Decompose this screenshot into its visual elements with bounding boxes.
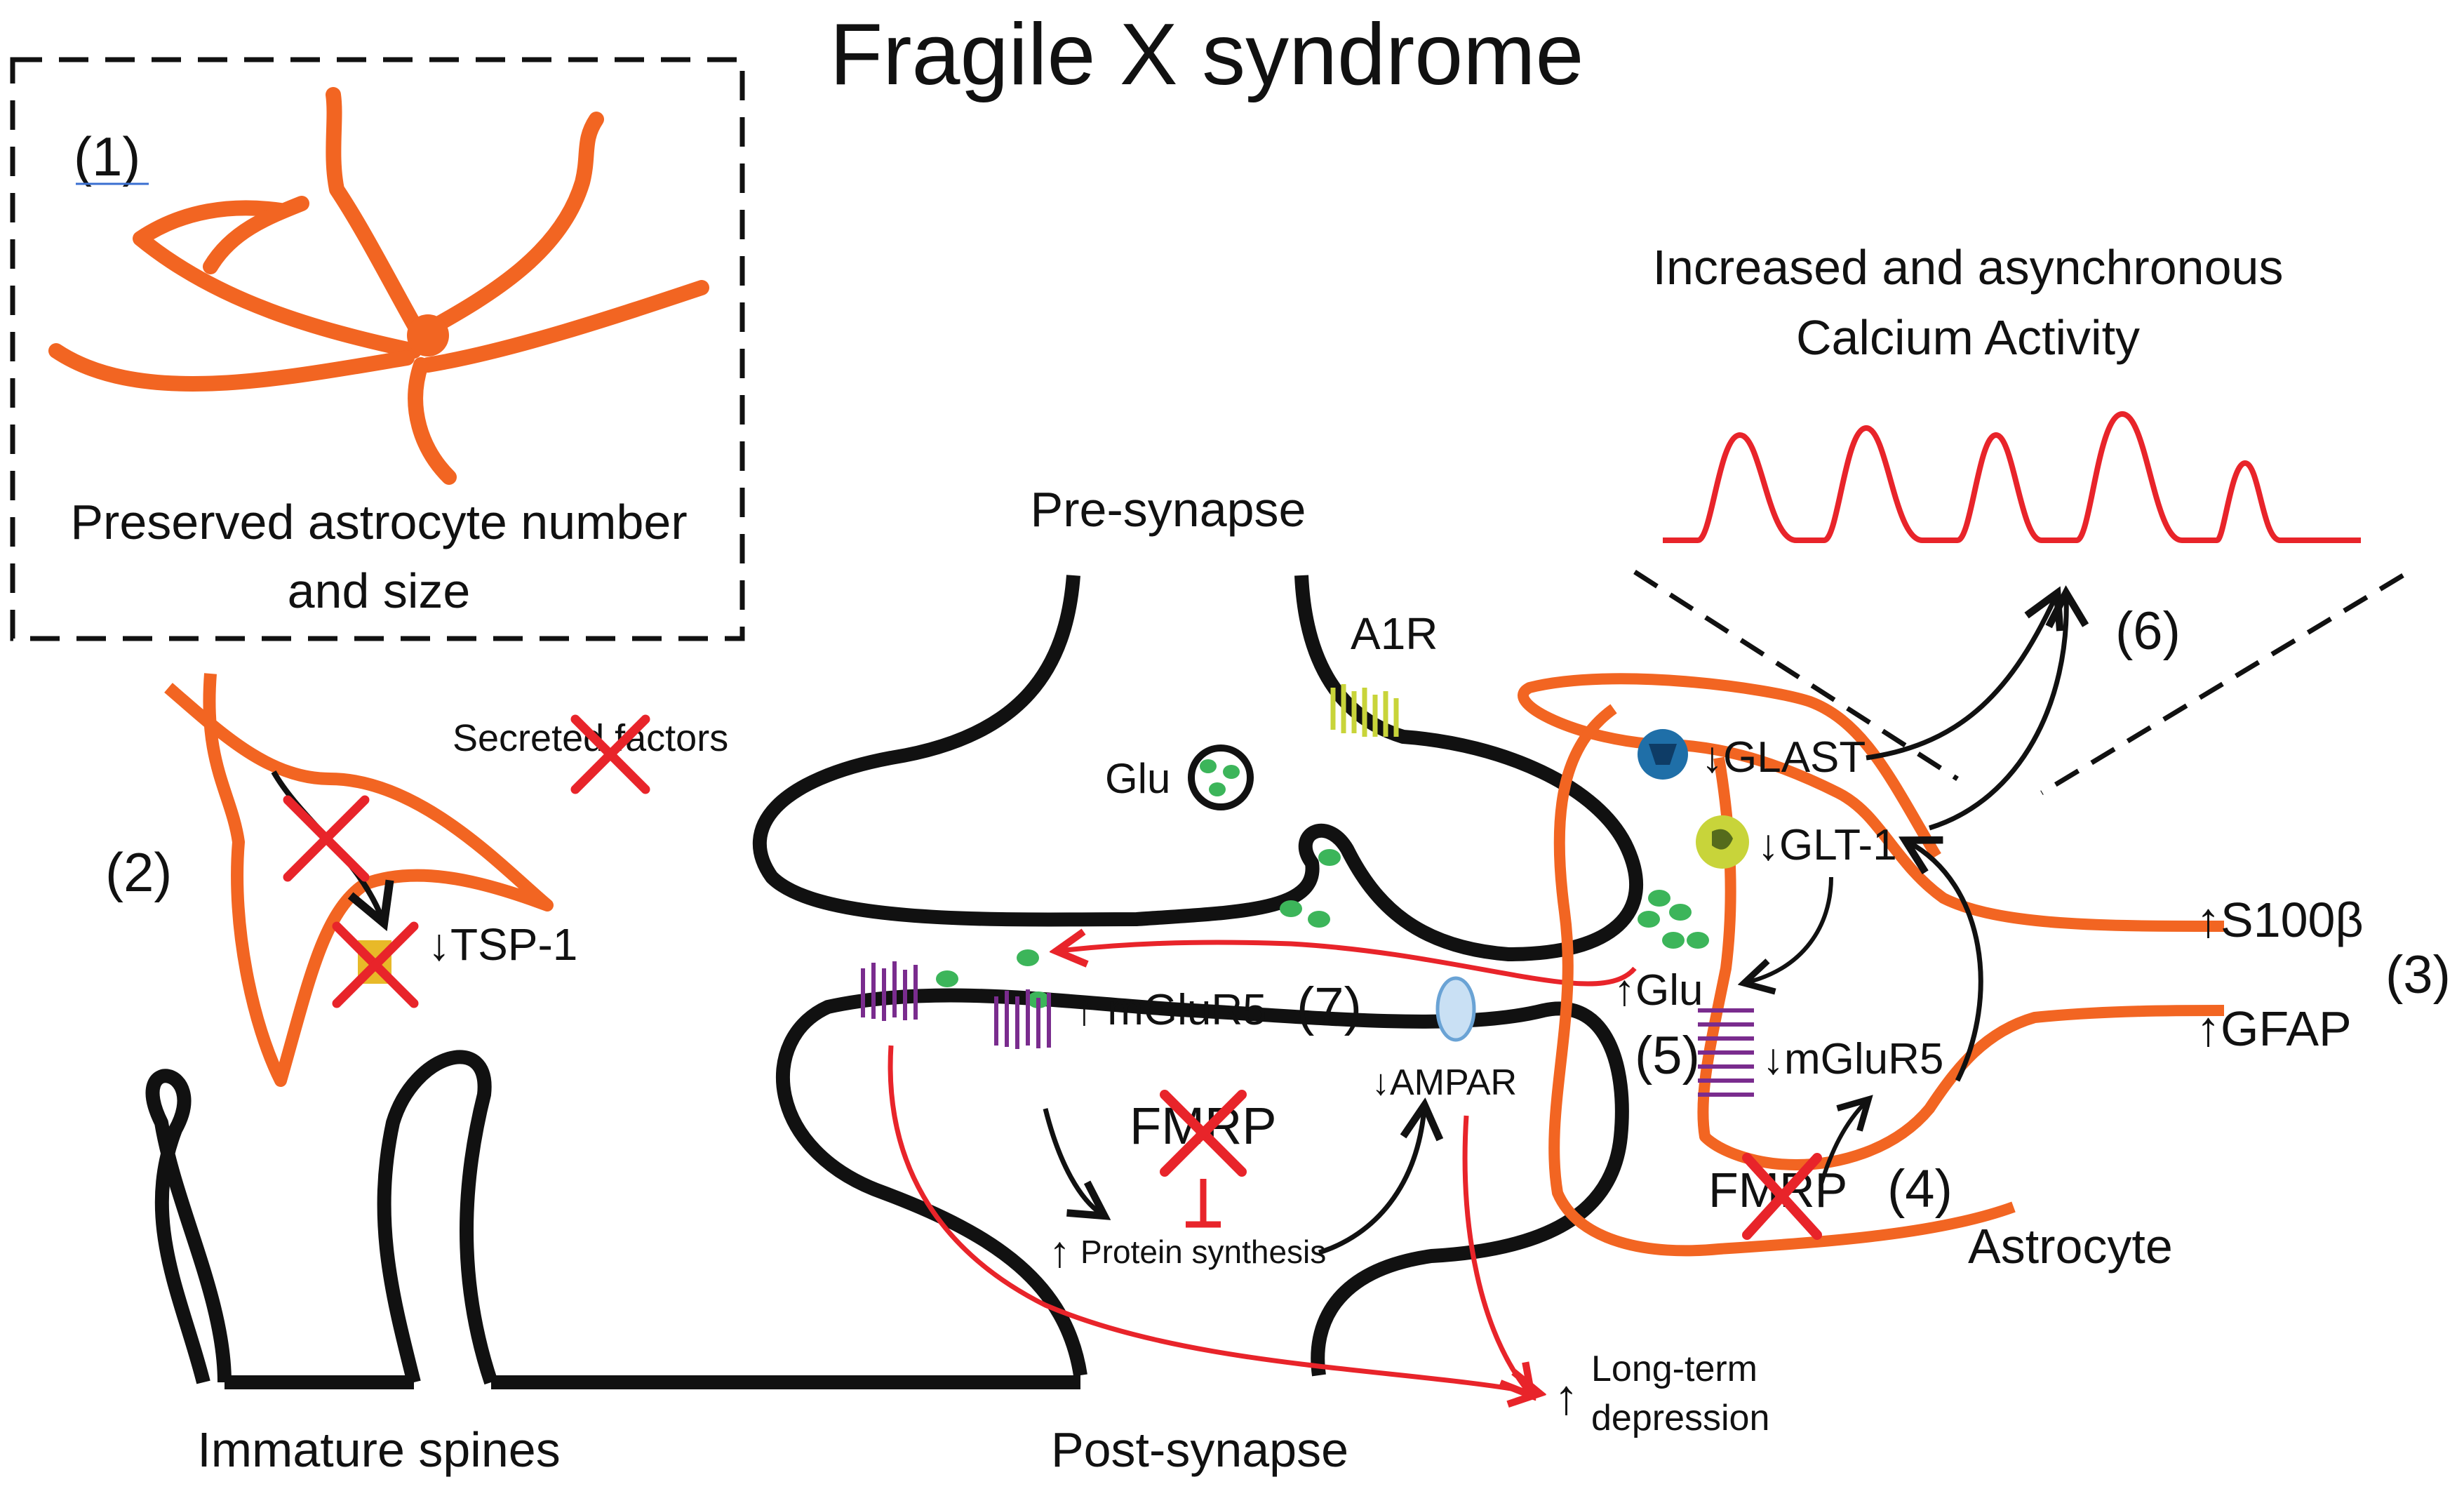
panel1-number: (1)	[74, 126, 140, 187]
zoom-line-left	[1633, 570, 1959, 781]
ampar-receptor-icon	[1435, 976, 1476, 1042]
fmrp-post-label: FMRP	[1130, 1097, 1277, 1155]
mglur5-to-ltd-red-arrow	[888, 1045, 1536, 1393]
perisynaptic-astrocyte	[1518, 673, 2225, 932]
calcium-trace-icon	[1663, 411, 2361, 543]
protein-to-ampar-arrow	[1318, 1109, 1424, 1255]
a1r-label: A1R	[1351, 608, 1438, 659]
number4-label: (4)	[1887, 1159, 1953, 1219]
calcium-label-line1: Increased and asynchronous	[1653, 240, 2284, 295]
panel1-caption-line2: and size	[288, 563, 471, 618]
diagram-title: Fragile X syndrome	[829, 6, 1583, 103]
mglur5-receptor-icon	[861, 961, 1051, 1049]
glt1-transporter-icon	[1696, 815, 1749, 869]
fmrp-inhibition-bar	[1186, 1179, 1221, 1228]
x-mark-icon	[1160, 1090, 1247, 1177]
glast-to-calcium-arrow	[1866, 596, 2056, 761]
glu-vesicle-label: Glu	[1105, 755, 1170, 802]
ltd-label-line2: depression	[1591, 1398, 1769, 1438]
protein-synthesis-label: Protein synthesis	[1080, 1234, 1326, 1270]
protein-synthesis-arrow: ↑	[1049, 1228, 1071, 1276]
glt1-to-mglur5-arrow	[1747, 876, 1833, 982]
immature-spines-label: Immature spines	[197, 1422, 560, 1477]
pre-synapse-label: Pre-synapse	[1031, 482, 1306, 537]
number5-label: (5)	[1635, 1026, 1700, 1086]
a1r-receptor-icon	[1330, 684, 1399, 737]
panel2-number: (2)	[105, 841, 172, 903]
panel1-box	[10, 57, 745, 641]
zoom-line-right	[2040, 573, 2404, 795]
astrocyte-cell-icon	[48, 87, 709, 485]
fmrp-to-mglur5-arrow	[1819, 1102, 1866, 1187]
astrocyte-nucleus	[407, 314, 449, 356]
astrocyte-inner-edge	[1697, 756, 2225, 1170]
tsp1-label: ↓TSP-1	[428, 919, 577, 970]
number3-label: (3)	[2385, 945, 2451, 1005]
gfap-label: ↑GFAP	[2196, 1001, 2352, 1056]
number6-label: (6)	[2115, 601, 2181, 661]
glu-to-mglur5-red-arrow	[1059, 942, 1637, 987]
mglur5-to-protein-arrow	[1043, 1108, 1102, 1214]
postsynaptic-spine	[775, 988, 1629, 1377]
astro-mglur5-receptor-icon	[1698, 1008, 1754, 1097]
astrocyte-glutamate	[1638, 890, 1709, 949]
number7-label: (7)	[1297, 977, 1362, 1036]
mglur5-to-glt1-arrow	[1908, 842, 1983, 1082]
mglur5-post-label: ↑ mGluR5	[1073, 986, 1267, 1034]
x-mark-icon	[570, 714, 650, 794]
x-mark-icon	[332, 921, 419, 1008]
glt1-label: ↓GLT-1	[1757, 821, 1897, 869]
x-mark-icon	[1742, 1153, 1822, 1240]
astro-mglur5-label: ↓mGluR5	[1762, 1035, 1943, 1083]
glast-transporter-icon	[1638, 729, 1688, 780]
x-mark-icon	[283, 795, 370, 882]
presynaptic-terminal	[752, 575, 1644, 961]
glast-label: ↓GLAST	[1701, 733, 1866, 782]
astrocyte-glu-label: ↑Glu	[1614, 966, 1703, 1015]
glt1-to-calcium-arrow	[1928, 596, 2066, 831]
post-synapse-label: Post-synapse	[1051, 1422, 1348, 1477]
immature-spine-2	[377, 1050, 498, 1385]
immature-spine-1	[145, 1069, 232, 1384]
released-glutamate	[936, 849, 1341, 1008]
ampar-label: ↓AMPAR	[1372, 1062, 1517, 1103]
astrocyte-label: Astrocyte	[1968, 1219, 2173, 1274]
panel1-caption-line1: Preserved astrocyte number	[70, 495, 687, 549]
calcium-label-line2: Calcium Activity	[1796, 310, 2140, 365]
ltd-arrow: ↑	[1554, 1370, 1579, 1424]
s100b-label: ↑S100β	[2196, 893, 2364, 947]
ltd-label-line1: Long-term	[1591, 1349, 1757, 1389]
astrocyte-outer-edge	[1548, 704, 2016, 1257]
ampar-to-ltd-red-arrow	[1462, 1115, 1529, 1393]
vesicle-icon	[1188, 744, 1254, 810]
